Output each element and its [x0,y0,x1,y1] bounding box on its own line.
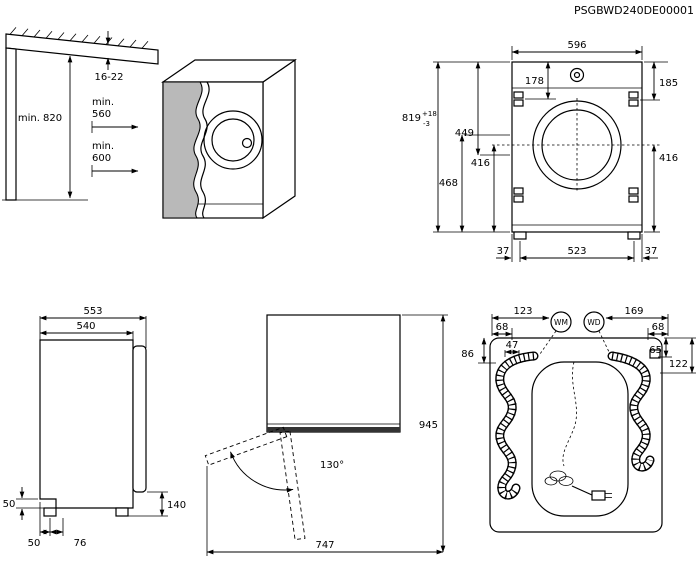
min-depth-label-2: 600 [92,153,111,164]
counter-thickness-label: 16-22 [94,72,123,83]
dim-123-label: 123 [513,306,532,317]
door-closed-strip [267,427,400,432]
front-foot-right [627,231,641,240]
min-height-label: min. 820 [18,113,62,124]
total-height-label: 945 [419,420,438,431]
min-width-label-1: min. [92,97,114,108]
part-number: PSGBWD240DE00001 [574,4,694,17]
front-body-outline [511,61,643,233]
furniture-panel-cutaway [162,81,203,219]
side-door-panel [132,345,147,493]
mounting-brackets [513,91,639,203]
wd-callout-circle [583,311,605,333]
worktop-slab [5,33,159,65]
depth-body-label: 540 [76,321,95,332]
door-inner-ring [211,118,255,162]
front-dimensions: 596 178 185 819 +18 -3 449 416 468 [402,40,678,262]
dim-122-label: 122 [669,359,688,370]
depth-with-door-label: 553 [83,306,102,317]
dim-65-label: 65 [649,345,662,356]
min-width-label-2: 560 [92,109,111,120]
side-body-outline [39,339,134,509]
top-left-offset-label: 178 [525,76,544,87]
foot-offset-right-label: 37 [645,246,658,257]
dim-47-label: 47 [506,340,519,351]
foot-offset-front-label: 76 [74,538,87,549]
plinth-height-label: 50 [3,499,16,510]
door-swing-arc [230,451,294,493]
wm-label: WM [554,318,568,327]
door-handle-dot [241,137,253,149]
hose-left [495,351,539,500]
side-foot-front [115,507,129,517]
appliance-3d [161,58,297,220]
door-opening-view: 130° 945 747 [204,314,448,556]
front-foot-left [513,231,527,240]
dim-68-right-label: 68 [652,322,665,333]
wd-label: WD [587,318,600,327]
rear-dimensions: 123 169 68 68 86 47 65 122 [461,306,696,374]
door-open-position-2 [279,430,306,541]
cabinet-side-wall [5,47,17,201]
power-plug [591,490,606,501]
door-bottom-clearance-label: 140 [167,500,186,511]
door-outer-ring [203,110,263,170]
min-depth-label-1: min. [92,141,114,152]
front-dimensions-view: 596 178 185 819 +18 -3 449 416 468 [402,40,678,262]
door-view-body [266,314,401,433]
open-angle-label: 130° [320,460,344,471]
feet-span-label: 523 [567,246,586,257]
niche-installation-view: 16-22 min. 820 min. 560 min. 600 [2,27,297,220]
height-tolerance-plus: +18 [422,110,437,118]
top-right-offset-label: 185 [659,78,678,89]
side-dimensions: 50 140 50 76 [3,487,186,549]
top-port-dot [573,71,581,79]
dim-68-left-label: 68 [496,322,509,333]
dim-449-label: 449 [455,128,474,139]
dim-416-left-label: 416 [471,158,490,169]
height-label: 819 [402,113,421,124]
hose-right [607,351,655,472]
dim-468-label: 468 [439,178,458,189]
torn-edge-line [200,81,210,219]
dim-86-label: 86 [461,349,474,360]
height-tolerance-minus: -3 [423,120,430,128]
rear-tub-outline [531,361,629,517]
foot-offset-left-label: 37 [497,246,510,257]
rear-connections-view: WM WD 123 169 68 68 86 47 [461,306,696,533]
width-label: 596 [567,40,586,51]
power-cord [544,361,612,501]
top-port-circle [569,67,585,83]
niche-dimensions: 16-22 min. 820 min. 560 min. 600 [18,31,139,199]
depth-door-open-label: 747 [315,540,334,551]
dim-169-label: 169 [624,306,643,317]
appliance-side-face [262,58,296,220]
foot-offset-rear-label: 50 [28,538,41,549]
dim-416-right-label: 416 [659,153,678,164]
side-dimensions-view: 553 540 50 140 50 76 [3,306,186,549]
hose-fitting [649,349,661,359]
door-open-position-1 [204,426,288,466]
side-foot-rear [43,507,57,517]
wm-callout-circle [550,311,572,333]
door-view-dimensions: 945 747 [206,314,448,556]
